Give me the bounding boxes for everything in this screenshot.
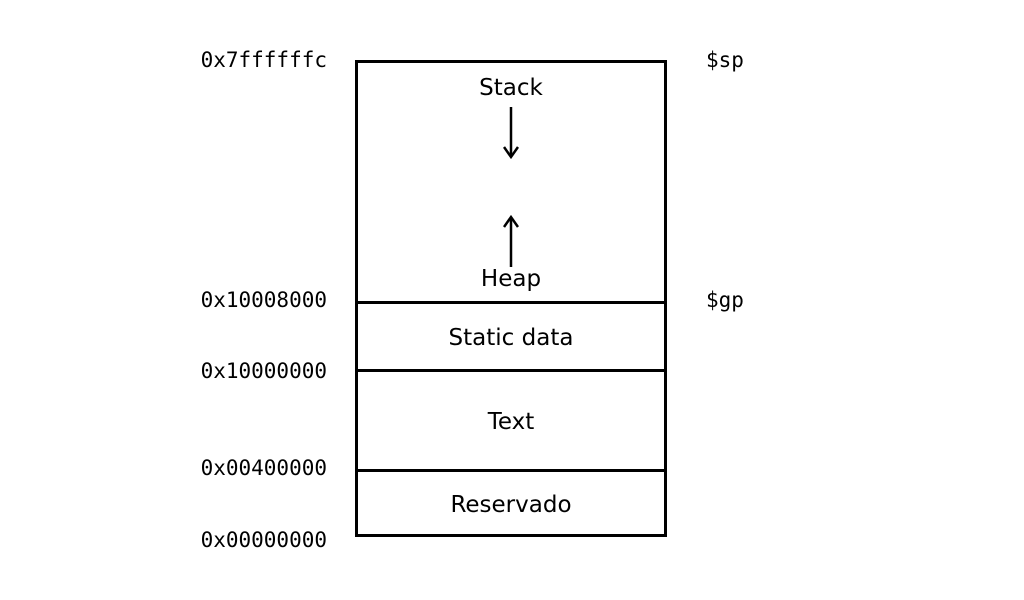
address-top: 0x7ffffffc (200, 48, 327, 72)
up-arrow-icon (503, 214, 519, 267)
segment-reserved: Reservado (358, 469, 664, 537)
text-label: Text (487, 409, 535, 435)
static-data-label: Static data (448, 325, 574, 351)
heap-label: Heap (480, 266, 542, 292)
memory-layout: Stack Heap Static data Text Reservado (355, 60, 667, 537)
address-bottom: 0x00000000 (200, 528, 327, 552)
register-sp: $sp (706, 48, 744, 72)
segment-stack-heap: Stack Heap (358, 63, 664, 301)
reserved-label: Reservado (450, 491, 572, 518)
down-arrow-icon (503, 107, 519, 160)
segment-static-data: Static data (358, 301, 664, 372)
register-gp: $gp (706, 288, 744, 312)
address-heap-base: 0x10008000 (200, 288, 327, 312)
stack-label: Stack (479, 75, 543, 101)
address-static-base: 0x10000000 (200, 359, 327, 383)
segment-text: Text (358, 369, 664, 472)
address-text-base: 0x00400000 (200, 456, 327, 480)
